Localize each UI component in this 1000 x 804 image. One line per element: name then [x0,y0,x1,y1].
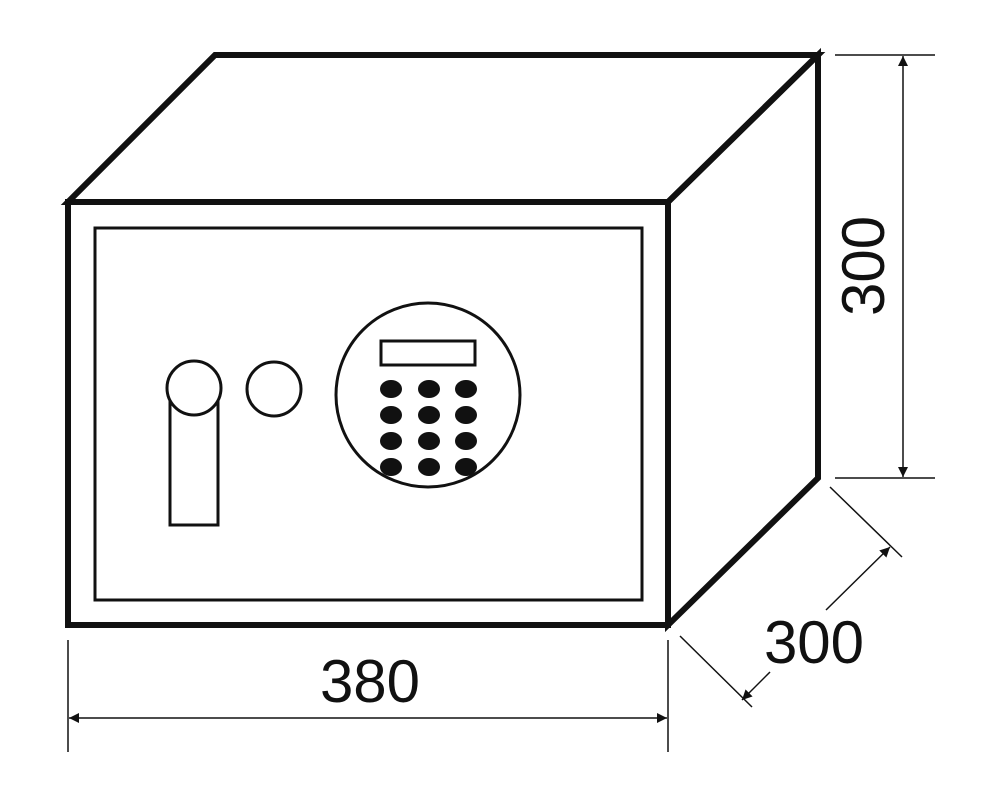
keypad-button [418,380,440,398]
keypad-button [418,406,440,424]
keypad-dial [334,301,522,489]
handle-bar [168,398,220,527]
depth-extension-front [679,635,753,708]
key-lock [245,360,303,418]
height-label: 300 [830,216,897,316]
keypad-button [380,406,402,424]
depth-label: 300 [764,609,864,676]
keypad-button [455,432,477,450]
keypad-button [380,380,402,398]
keypad-button [455,458,477,476]
handle-knob [165,359,223,417]
safe-top-face [60,52,826,205]
width-label: 380 [320,648,420,715]
keypad-button [455,380,477,398]
keypad-button [380,458,402,476]
keypad-button [418,458,440,476]
keypad-button [418,432,440,450]
safe-front-face [65,199,671,628]
depth-dimension-line-upper [825,546,891,611]
safe-door-panel [93,226,644,602]
depth-dimension-line-lower [741,671,771,701]
keypad-display [379,339,477,367]
safe-side-face [665,47,821,633]
keypad-button [380,432,402,450]
keypad-button [455,406,477,424]
depth-extension-back [829,486,903,558]
keypad-buttons [380,380,477,476]
